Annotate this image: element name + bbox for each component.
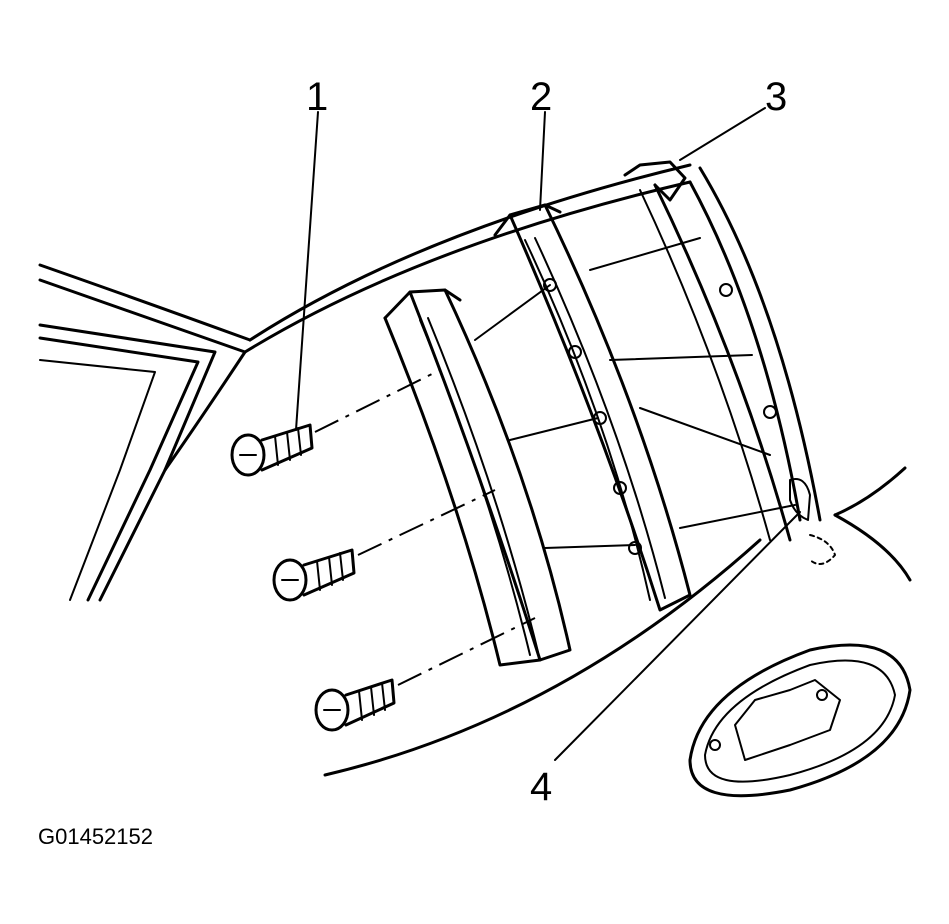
screw-top (230, 369, 441, 477)
callout-label-3: 3 (765, 75, 787, 119)
molding-inner (383, 288, 572, 667)
side-marker-lamp (688, 643, 912, 798)
retainer-channel (623, 160, 836, 565)
figure-id-label: G01452152 (38, 824, 153, 849)
body-panel-contours (163, 163, 912, 777)
screw-bottom (314, 617, 536, 732)
screw-middle (272, 489, 496, 602)
rear-window-outline (38, 263, 252, 602)
alignment-lines (474, 237, 796, 549)
callout-label-4: 4 (530, 765, 552, 809)
callout-leaders (295, 107, 801, 761)
callout-label-2: 2 (530, 75, 552, 119)
molding-outer (493, 203, 692, 612)
callout-label-1: 1 (306, 75, 328, 119)
